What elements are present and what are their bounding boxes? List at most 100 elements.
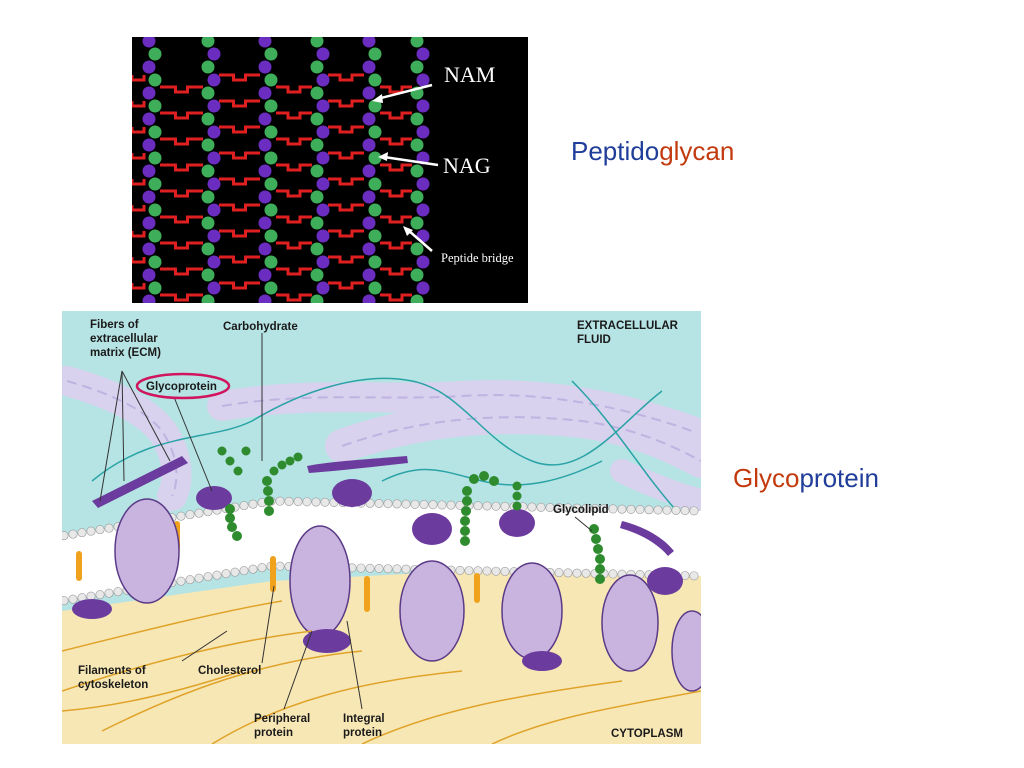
cell-membrane-diagram: Fibers of extracellular matrix (ECM) Car… — [62, 311, 701, 744]
ecm-fibers — [62, 366, 701, 513]
nag-bead — [148, 73, 162, 87]
peptide-bridge — [219, 281, 260, 290]
cholesterol-label: Cholesterol — [198, 665, 261, 677]
peptide-bridge-arrow — [407, 229, 433, 252]
phospholipid-head — [536, 502, 546, 512]
nam-bead — [416, 255, 430, 269]
peripheral-protein — [72, 599, 112, 619]
nag-bead — [148, 151, 162, 165]
peptide-bridge — [276, 189, 312, 198]
phospholipid-head — [275, 561, 285, 571]
peptide-bridge — [328, 151, 364, 160]
nag-bead — [148, 229, 162, 243]
nam-bead — [362, 164, 376, 178]
nam-bead — [258, 164, 272, 178]
nag-bead — [368, 255, 382, 269]
phospholipid-head — [248, 564, 258, 574]
phospholipid-head — [392, 499, 402, 509]
nag-bead — [410, 268, 424, 282]
ecm-fiber-3-stripes — [341, 416, 701, 462]
nag-bead — [264, 99, 278, 113]
nag-bead — [410, 138, 424, 152]
phospholipid-head — [563, 503, 573, 513]
peptide-bridge — [219, 177, 260, 186]
cytoskeleton-filaments-label-line2: cytoskeleton — [78, 679, 148, 691]
phospholipid-head — [203, 572, 213, 582]
phospholipid-head — [635, 505, 645, 515]
nam-bead — [362, 268, 376, 282]
peptide-bridges — [132, 73, 412, 302]
nam-bead — [142, 294, 156, 303]
phospholipid-head — [455, 500, 465, 510]
integral-protein — [289, 525, 351, 637]
phospholipid-head — [446, 500, 456, 510]
peptidoglycan-image: NAM NAG Peptide bridge — [132, 37, 528, 303]
leader-lines — [99, 333, 593, 710]
peptide-bridge — [276, 111, 312, 120]
phospholipid-head — [671, 505, 681, 515]
peptide-bridge — [160, 163, 203, 172]
phospholipid-head — [455, 565, 465, 575]
peptidoglycan-title-part1: Peptido — [571, 136, 660, 166]
phospholipid-head — [212, 570, 222, 580]
nag-bead — [310, 60, 324, 74]
peptide-bridge — [132, 127, 146, 134]
phospholipid-head — [68, 529, 78, 539]
peptide-bridge — [132, 283, 146, 290]
phospholipid-head — [62, 531, 69, 541]
peptide-bridge — [219, 73, 260, 82]
nag-bead — [410, 60, 424, 74]
phospholipid-head — [482, 566, 492, 576]
nag-bead — [368, 177, 382, 191]
nag-bead — [368, 73, 382, 87]
phospholipid-head — [572, 503, 582, 513]
peptide-bridge-label: Peptide bridge — [441, 251, 514, 265]
glycoprotein-title: Glycoprotein — [733, 463, 879, 494]
nag-bead — [410, 216, 424, 230]
nam-bead — [416, 73, 430, 87]
nam-bead — [258, 268, 272, 282]
nag-bead — [264, 255, 278, 269]
nag-bead — [201, 268, 215, 282]
nam-bead — [316, 47, 330, 61]
nag-bead — [368, 47, 382, 61]
nam-bead — [207, 229, 221, 243]
phospholipid-head — [473, 501, 483, 511]
nag-bead — [148, 281, 162, 295]
cholesterol-molecule — [76, 551, 82, 581]
phospholipid-head — [662, 505, 672, 515]
nam-bead — [416, 177, 430, 191]
phospholipid-head — [356, 563, 366, 573]
phospholipid-head — [491, 501, 501, 511]
peptide-bridge — [276, 267, 312, 276]
nag-bead — [264, 203, 278, 217]
nam-arrow — [376, 83, 433, 101]
nag-arrowhead — [378, 152, 388, 161]
nam-bead — [142, 164, 156, 178]
phospholipid-head — [104, 523, 114, 533]
peptide-bridge — [160, 293, 203, 302]
nam-bead — [207, 99, 221, 113]
phospholipid-head — [482, 501, 492, 511]
nag-bead — [368, 125, 382, 139]
nam-bead — [207, 255, 221, 269]
nag-bead — [264, 125, 278, 139]
peptide-bridge — [328, 255, 364, 264]
nam-bead — [416, 47, 430, 61]
nam-bead — [142, 268, 156, 282]
nam-bead — [362, 138, 376, 152]
phospholipid-head — [374, 563, 384, 573]
nag-bead — [201, 294, 215, 303]
peptide-bridge — [160, 137, 203, 146]
phospholipid-head — [104, 588, 114, 598]
phospholipid-head — [176, 576, 186, 586]
phospholipid-head — [86, 526, 96, 536]
peptide-bridge — [276, 293, 312, 302]
nam-bead — [207, 125, 221, 139]
ecm-anchor — [620, 521, 674, 556]
nam-bead — [316, 151, 330, 165]
phospholipid-head — [176, 511, 186, 521]
nam-bead — [258, 242, 272, 256]
nag-bead — [410, 37, 424, 48]
phospholipid-head — [185, 510, 195, 520]
